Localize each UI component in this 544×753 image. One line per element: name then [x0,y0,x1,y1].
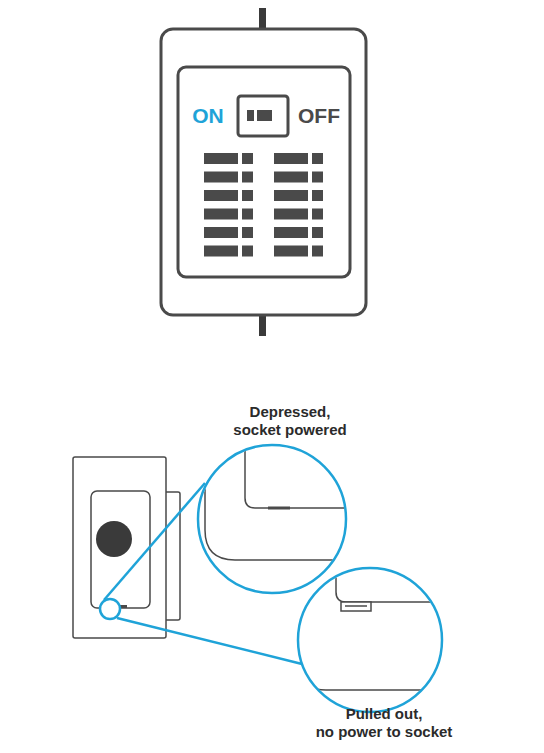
breaker [242,246,253,257]
breaker [242,227,253,238]
breaker [312,190,323,201]
breaker [312,227,323,238]
breaker [274,153,308,164]
breaker [274,190,308,201]
breaker [204,172,238,183]
breaker [312,246,323,257]
breaker [204,227,238,238]
magnifier-circle [198,445,346,593]
breaker [312,153,323,164]
breaker [204,246,238,257]
on-label: ON [192,103,224,128]
magnifier-circle [298,568,442,712]
breaker [274,246,308,257]
breaker [204,153,238,164]
wall-socket [73,457,180,638]
breaker [242,209,253,220]
breaker [204,190,238,201]
state-caption: Depressed, socket powered [233,403,346,439]
breaker [242,153,253,164]
breaker [242,172,253,183]
breaker [204,209,238,220]
breaker-panel [161,8,366,336]
breaker [274,209,308,220]
detail-pulled [296,560,450,712]
off-label: OFF [298,103,340,128]
state-caption: Pulled out, no power to socket [316,705,453,741]
breaker [312,172,323,183]
breaker [242,190,253,201]
detail-powered [198,430,360,593]
breaker [274,227,308,238]
breaker [274,172,308,183]
breaker [312,209,323,220]
